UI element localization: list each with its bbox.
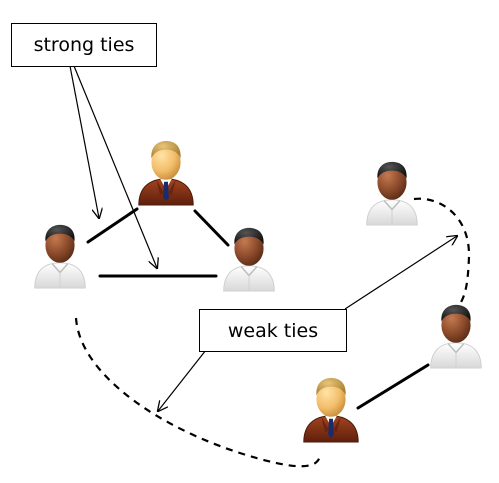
strong-tie-top-middle: [193, 209, 230, 247]
weak-ties-text: weak ties: [227, 319, 319, 342]
strong-tie-left-top: [86, 207, 139, 244]
strong-ties-arrow-1: [69, 65, 99, 218]
strong-ties-label: strong ties: [11, 23, 157, 67]
strong-ties-arrow-2: [73, 65, 157, 268]
weak-tie-left-bottom: [74, 317, 322, 468]
weak-ties-arrow-2: [158, 349, 207, 411]
strong-tie-bottom-right: [356, 363, 430, 410]
person-left-icon: [33, 224, 87, 289]
strong-tie-lines: [86, 207, 430, 410]
weak-tie-lines: [74, 197, 471, 468]
weak-ties-arrow-1: [344, 236, 457, 310]
person-top-right-icon: [365, 161, 419, 226]
person-right-icon: [429, 304, 483, 369]
weak-ties-label: weak ties: [199, 309, 347, 352]
person-bottom-businessman-icon: [303, 377, 359, 443]
annotation-arrows: [69, 65, 457, 411]
person-middle-icon: [222, 227, 276, 292]
person-top-businessman-icon: [138, 140, 194, 206]
people: [33, 140, 483, 443]
strong-ties-text: strong ties: [33, 34, 135, 56]
weak-tie-topright-right: [413, 197, 471, 305]
